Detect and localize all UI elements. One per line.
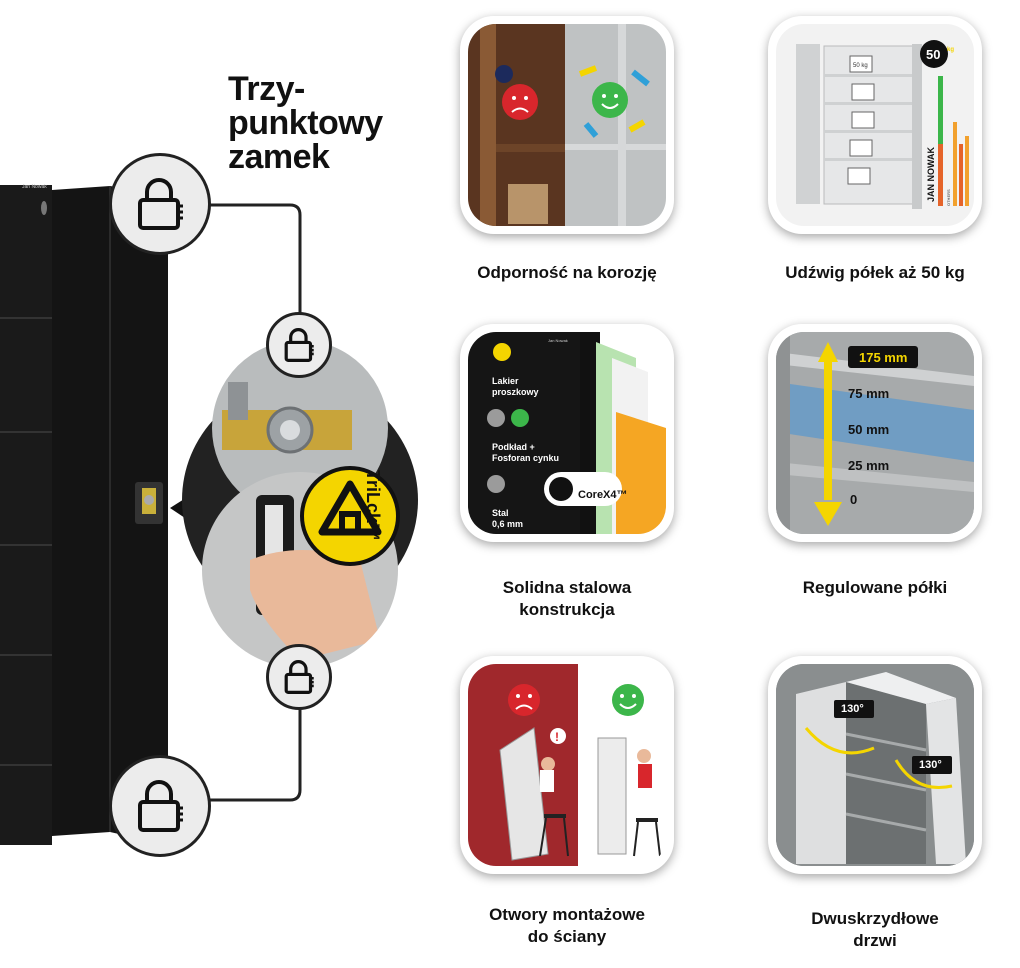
corex4-label: CoreX4™ [578,489,628,501]
zinc-icon [511,409,529,427]
layer3-line1: Stal [492,508,509,518]
cabinet-brand: Jan Nowak [22,184,47,190]
water-drop-icon [495,65,513,83]
feature-card-steel: Lakier proszkowy Podkład + Fosforan cynk… [460,324,674,542]
steel-brand: Jan Nowak [548,338,568,343]
corex4-icon [549,477,573,501]
happy-face-icon [592,82,628,118]
caption-wall-line1: Otwory montażowe [489,905,645,924]
layer2-line1: Podkład + [492,442,535,452]
wall-mount-illustration: ! [468,664,661,866]
primer-icon [487,409,505,427]
feature-card-corrosion [460,16,674,234]
caption-doors-line2: drzwi [853,931,897,950]
title-line-3: zamek [228,138,330,176]
others-label: OTHERS [946,189,951,206]
corrosion-illustration [468,24,666,226]
shelf-top-label: 175 mm [859,350,908,365]
layer2-line2: Fosforan cynku [492,453,560,463]
padlock-icon-top [109,153,211,255]
feature-card-shelves: 175 mm 75 mm 50 mm 25 mm 0 [768,324,982,542]
title-line-2: punktowy [228,104,383,142]
shelf-load-illustration: 50 kg 50 kg JAN NOWAK OTHERS [796,40,969,209]
alert-text: ! [555,730,559,744]
lock-title: Trzy- punktowy zamek [228,72,383,174]
feature-card-shelf-load: 50 kg 50 kg JAN NOWAK OTHERS [768,16,982,234]
shelf-level-0: 0 [850,492,858,507]
weight-badge [920,40,948,68]
shelf-weight-label: 50 kg [853,63,868,69]
weight-badge-value: 50 [926,47,940,62]
caption-wall-mount: Otwory montażowe do ściany [437,904,697,948]
double-doors-illustration [776,664,974,866]
shelf-level-25: 25 mm [848,458,890,473]
title-line-1: Trzy- [228,70,305,108]
caption-shelves: Regulowane półki [802,578,948,597]
padlock-icon-mid-bottom [266,644,332,710]
weight-badge-unit: kg [947,47,954,53]
layer3-line2: 0,6 mm [492,519,524,529]
caption-corrosion: Odporność na korozję [477,263,657,282]
steel-layers-illustration [468,332,666,534]
steel-icon [487,475,505,493]
padlock-icon-bottom [109,755,211,857]
caption-doors-line1: Dwuskrzydłowe [811,909,939,928]
alert-icon [550,728,566,744]
trilck-label: TriLck™ [363,470,383,542]
layer1-line1: Lakier [492,376,519,386]
lock-diagram: Jan Nowak [0,184,418,845]
sad-face-icon [502,84,538,120]
feature-card-double-doors: 130° 130° [768,656,982,874]
happy-face-icon-2 [612,684,644,716]
caption-steel-line2: konstrukcja [519,600,615,619]
shelf-level-75: 75 mm [848,386,890,401]
shelves-illustration [776,332,974,534]
layer1-line2: proszkowy [492,387,539,397]
brand-vertical: JAN NOWAK [926,146,936,202]
cabinet-illustration [0,185,168,845]
caption-double-doors: Dwuskrzydłowe drzwi [745,908,1005,952]
sad-face-icon-2 [508,684,540,716]
caption-shelf-load: Udźwig półek aż 50 kg [785,263,965,282]
door-angle-right: 130° [919,759,942,771]
caption-steel: Solidna stalowa konstrukcja [437,577,697,621]
caption-steel-line1: Solidna stalowa [502,578,632,597]
shelf-level-50: 50 mm [848,422,890,437]
caption-wall-line2: do ściany [527,927,607,946]
padlock-icon-mid-top [266,312,332,378]
feature-card-wall-mount: ! [460,656,674,874]
paint-icon [493,343,511,361]
door-angle-left: 130° [841,703,864,715]
